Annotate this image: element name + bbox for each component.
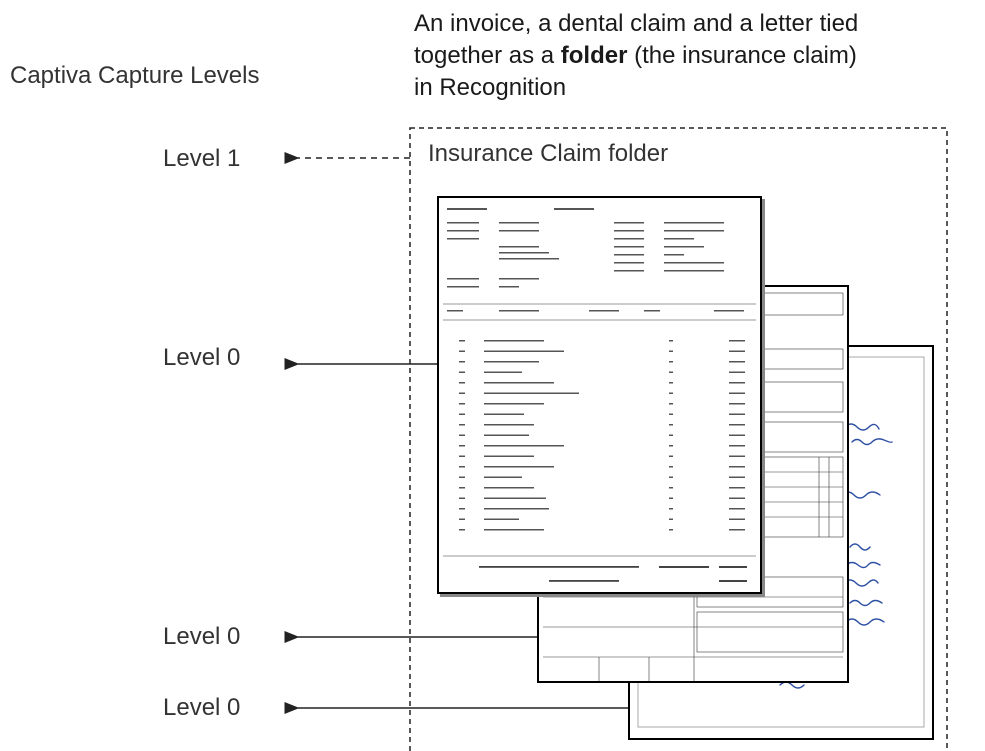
level-0-dental-claim-label: Level 0: [163, 623, 241, 650]
invoice-row-line: [459, 529, 465, 531]
invoice-row-line: [459, 392, 465, 394]
invoice-row-line: [669, 424, 673, 426]
invoice-row-line: [459, 476, 465, 478]
invoice-row-line: [484, 497, 546, 499]
folder-description-line1: An invoice, a dental claim and a letter …: [414, 10, 859, 37]
invoice-row-line: [729, 392, 745, 394]
invoice-row-line: [484, 382, 554, 384]
invoice-row-line: [459, 518, 465, 520]
invoice-row-line: [669, 361, 673, 363]
invoice-row-line: [484, 361, 539, 363]
invoice-row-line: [484, 350, 564, 352]
invoice-row-line: [484, 476, 522, 478]
invoice-row-line: [484, 371, 522, 373]
invoice-content: [443, 208, 756, 582]
invoice-row-line: [669, 497, 673, 499]
level-0-invoice-label: Level 0: [163, 344, 241, 371]
invoice-row-line: [459, 340, 465, 342]
invoice-row-line: [729, 487, 745, 489]
level-0-letter-label: Level 0: [163, 694, 241, 721]
invoice-row-line: [669, 508, 673, 510]
invoice-row-line: [729, 361, 745, 363]
invoice-row-line: [729, 529, 745, 531]
invoice-row-line: [669, 413, 673, 415]
invoice-row-line: [669, 382, 673, 384]
insurance-claim-folder-label: Insurance Claim folder: [428, 140, 669, 167]
invoice-row-line: [669, 392, 673, 394]
invoice-row-line: [729, 424, 745, 426]
invoice-row-line: [484, 392, 579, 394]
invoice-row-line: [729, 466, 745, 468]
invoice-row-line: [484, 518, 519, 520]
invoice-row-line: [669, 466, 673, 468]
invoice-row-line: [459, 361, 465, 363]
invoice-row-line: [484, 529, 544, 531]
invoice-row-line: [484, 455, 534, 457]
invoice-row-line: [484, 445, 564, 447]
invoice-row-line: [729, 403, 745, 405]
invoice-row-line: [459, 508, 465, 510]
invoice-row-line: [459, 413, 465, 415]
invoice-row-line: [459, 371, 465, 373]
invoice-row-line: [669, 518, 673, 520]
invoice-row-line: [459, 487, 465, 489]
invoice-row-line: [669, 455, 673, 457]
invoice-row-line: [459, 434, 465, 436]
invoice-row-line: [729, 434, 745, 436]
invoice-row-line: [459, 455, 465, 457]
invoice-row-line: [459, 350, 465, 352]
invoice-row-line: [669, 371, 673, 373]
folder-description-line2: together as a folder (the insurance clai…: [414, 42, 857, 69]
folder-description-line3: in Recognition: [414, 74, 567, 101]
invoice-row-line: [729, 508, 745, 510]
invoice-row-line: [459, 403, 465, 405]
invoice-row-line: [484, 424, 534, 426]
invoice-row-line: [729, 413, 745, 415]
invoice-row-line: [729, 445, 745, 447]
invoice-row-line: [729, 340, 745, 342]
invoice-row-line: [484, 340, 544, 342]
invoice-row-line: [669, 487, 673, 489]
invoice-row-line: [729, 455, 745, 457]
invoice-row-line: [484, 487, 534, 489]
invoice-row-line: [669, 434, 673, 436]
invoice-row-line: [484, 466, 554, 468]
folder-description: An invoice, a dental claim and a letter …: [414, 8, 984, 104]
folder-dashed-border: [409, 127, 948, 751]
invoice-document: [437, 196, 762, 594]
invoice-row-line: [669, 403, 673, 405]
invoice-row-line: [459, 445, 465, 447]
invoice-row-line: [459, 497, 465, 499]
invoice-row-line: [459, 382, 465, 384]
invoice-row-line: [729, 371, 745, 373]
folder-bold-word: folder: [560, 42, 628, 69]
invoice-row-line: [484, 413, 524, 415]
captiva-capture-levels-title: Captiva Capture Levels: [10, 62, 260, 89]
level-1-label: Level 1: [163, 145, 241, 172]
invoice-row-line: [729, 350, 745, 352]
invoice-row-line: [729, 476, 745, 478]
invoice-row-line: [729, 518, 745, 520]
invoice-row-line: [459, 466, 465, 468]
invoice-row-line: [729, 497, 745, 499]
invoice-row-line: [729, 382, 745, 384]
invoice-row-line: [484, 403, 544, 405]
invoice-row-line: [669, 350, 673, 352]
invoice-row-line: [484, 508, 549, 510]
invoice-row-line: [669, 476, 673, 478]
invoice-row-line: [459, 424, 465, 426]
invoice-row-line: [484, 434, 529, 436]
invoice-row-line: [669, 340, 673, 342]
invoice-row-line: [669, 529, 673, 531]
invoice-row-line: [669, 445, 673, 447]
